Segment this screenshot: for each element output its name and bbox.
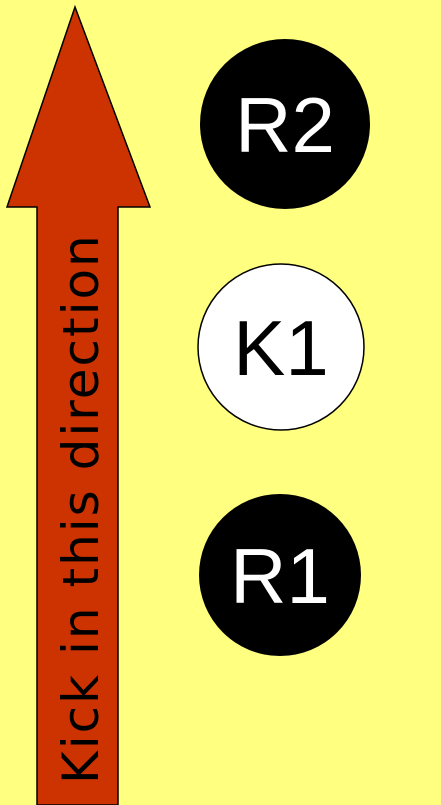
ball-r1-label: R1	[230, 532, 330, 620]
ball-r2-circle	[200, 39, 370, 209]
ball-r1: R1	[199, 494, 361, 656]
arrow-label: Kick in this direction	[52, 233, 110, 784]
ball-r2-label: R2	[235, 81, 335, 169]
ball-r1-circle	[199, 494, 361, 656]
ball-k1-circle	[197, 263, 365, 431]
arrow-shape	[5, 4, 152, 805]
kick-direction-arrow: Kick in this direction	[5, 4, 152, 805]
ball-r2: R2	[200, 39, 370, 209]
ball-k1: K1	[197, 263, 365, 431]
ball-k1-label: K1	[233, 304, 328, 392]
